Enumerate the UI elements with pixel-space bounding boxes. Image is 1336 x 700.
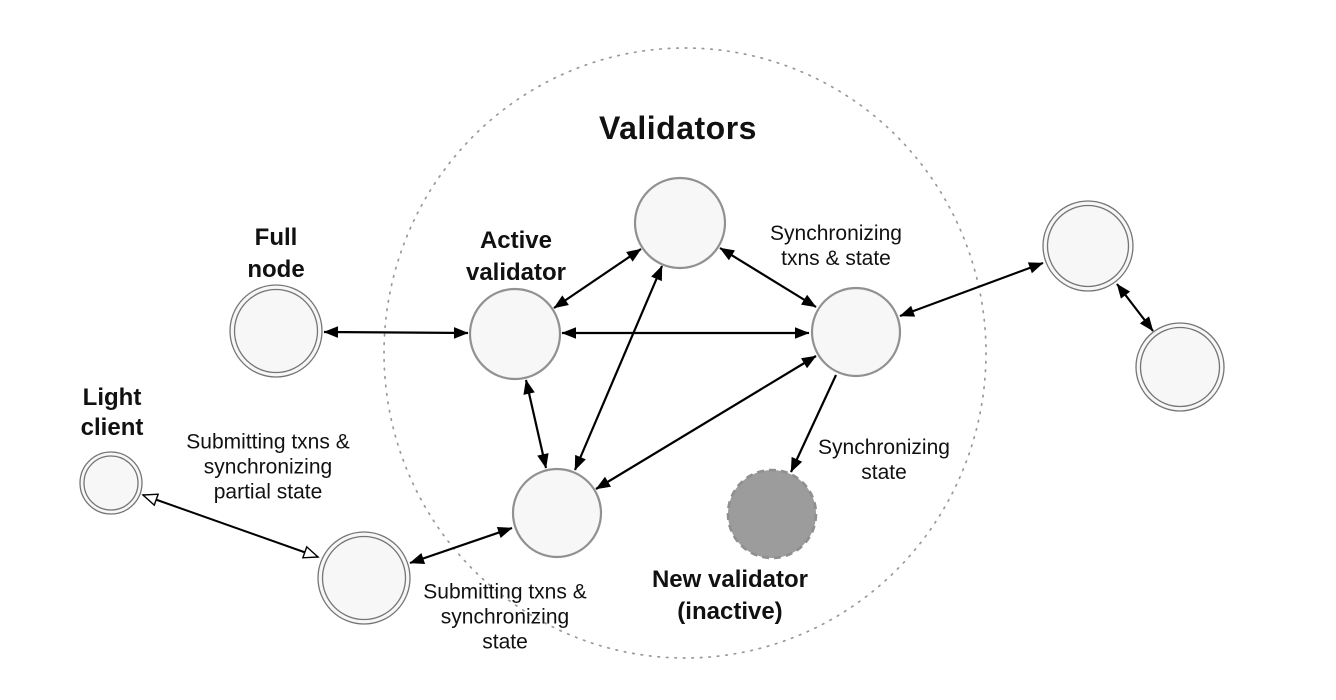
full-node-right-upper-outer-ring	[1042, 200, 1134, 292]
nodes-layer	[79, 176, 1225, 625]
edge-light-client-fullnode-bottom	[141, 493, 320, 559]
full-node-right-upper-inner-ring	[1046, 204, 1130, 288]
new-validator-inactive-node	[726, 468, 818, 560]
full-node-bottom-inner-ring	[321, 535, 407, 621]
full-node-left-node	[229, 284, 323, 378]
edge-active-validator-validator-bottom	[523, 379, 549, 469]
full-node-left-outer-ring	[229, 284, 323, 378]
full-node-label: Full node	[247, 224, 305, 283]
synchronizing-txns-state-label: Synchronizing txns & state	[770, 222, 902, 270]
edge-fullnode-bottom-validator-bottom	[409, 526, 513, 565]
submitting-partial-state-label: Submitting txns & synchronizing partial …	[186, 430, 350, 504]
full-node-right-upper-node	[1042, 200, 1134, 292]
full-node-right-lower-node	[1135, 322, 1225, 412]
edge-validator-right-fullnode-upper	[899, 261, 1044, 318]
validators-group-boundary	[383, 47, 987, 659]
validators-group-title: Validators	[599, 110, 757, 146]
edge-validator-top-validator-right	[719, 247, 817, 308]
light-client-outer-ring	[79, 451, 143, 515]
light-client-label: Light client	[80, 384, 144, 441]
full-node-bottom-node	[317, 531, 411, 625]
edge-validator-right-validator-bottom	[595, 355, 817, 490]
validator-bottom-node	[511, 467, 603, 559]
synchronizing-state-label: Synchronizing state	[818, 436, 950, 484]
edges-layer	[141, 247, 1154, 565]
validator-top-node	[633, 176, 727, 270]
full-node-bottom-outer-ring	[317, 531, 411, 625]
new-validator-label: New validator (inactive)	[651, 566, 809, 625]
active-validator-node	[468, 287, 562, 381]
active-validator-label: Active validator	[465, 227, 567, 286]
light-client-node	[79, 451, 143, 515]
edge-validator-top-validator-bottom	[573, 265, 664, 471]
edge-fullnode-left-active-validator	[323, 326, 469, 339]
full-node-right-lower-inner-ring	[1139, 326, 1221, 408]
validator-right-node	[810, 286, 902, 378]
edge-active-validator-validator-top	[553, 248, 642, 309]
full-node-right-lower-outer-ring	[1135, 322, 1225, 412]
submitting-state-label: Submitting txns & synchronizing state	[423, 580, 587, 654]
edge-validator-right-new-validator	[790, 374, 837, 473]
full-node-left-inner-ring	[233, 288, 319, 374]
light-client-inner-ring	[83, 455, 139, 511]
edge-fullnode-upper-fullnode-lower	[1116, 283, 1154, 332]
